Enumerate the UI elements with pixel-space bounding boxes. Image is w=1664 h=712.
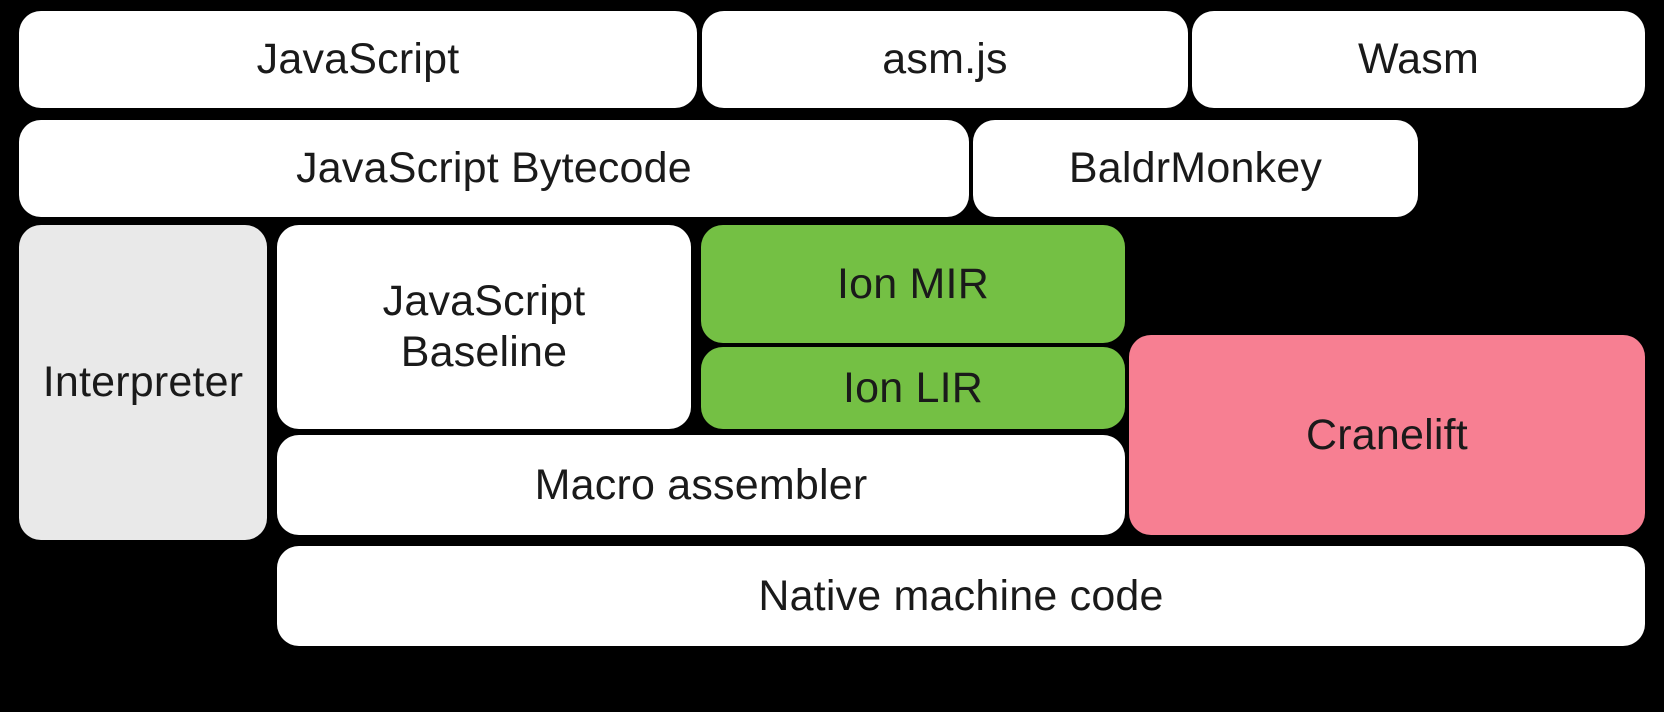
node-javascript[interactable]: JavaScript [19, 11, 697, 108]
node-macro-assembler[interactable]: Macro assembler [277, 435, 1125, 535]
node-javascript-bytecode[interactable]: JavaScript Bytecode [19, 120, 969, 217]
node-native-machine-code[interactable]: Native machine code [277, 546, 1645, 646]
node-wasm[interactable]: Wasm [1192, 11, 1645, 108]
node-javascript-baseline[interactable]: JavaScript Baseline [277, 225, 691, 429]
node-cranelift[interactable]: Cranelift [1129, 335, 1645, 535]
node-ion-mir[interactable]: Ion MIR [701, 225, 1125, 343]
node-ion-lir[interactable]: Ion LIR [701, 347, 1125, 429]
node-asmjs[interactable]: asm.js [702, 11, 1188, 108]
node-interpreter[interactable]: Interpreter [19, 225, 267, 540]
node-baldrmonkey[interactable]: BaldrMonkey [973, 120, 1418, 217]
